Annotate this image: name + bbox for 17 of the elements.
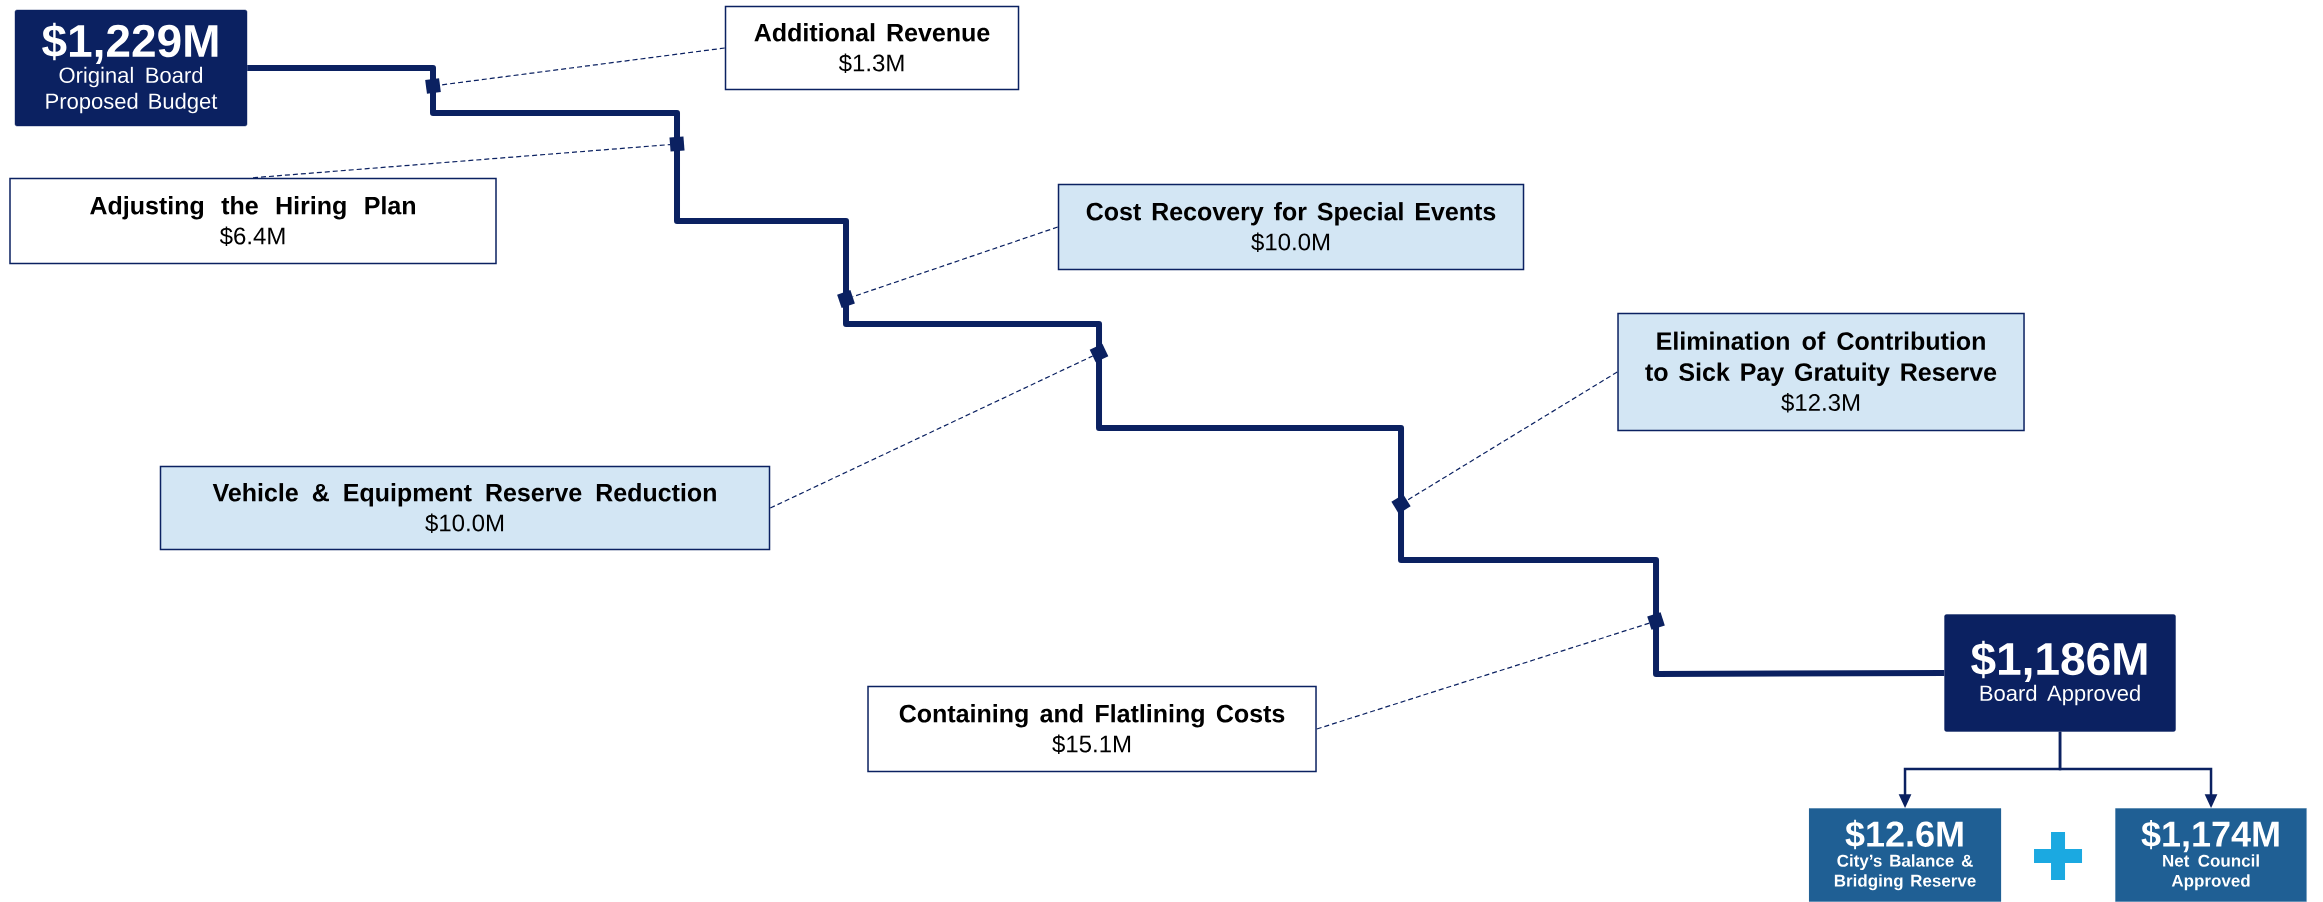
callout-box: Adjusting the Hiring Plan $6.4M (9, 177, 497, 265)
result-box: $12.6M City’s Balance & Bridging Reserve (1808, 808, 2002, 902)
callout-box: Vehicle & Equipment Reserve Reduction $10.0M (159, 465, 771, 551)
total-box: $1,229M Original Board Proposed Budget (14, 9, 248, 127)
callout-box: Cost Recovery for Special Events $10.0M (1057, 183, 1525, 271)
callout-box: Additional Revenue $1.3M (724, 5, 1020, 91)
leader-line (769, 343, 1109, 509)
leader-line (1391, 371, 1618, 514)
leader-line (425, 47, 726, 94)
total-box: $1,186M Board Approved (1944, 614, 2176, 732)
leader-line (252, 136, 685, 179)
leader-line (1316, 612, 1665, 730)
callout-box: Elimination of Contribution to Sick Pay Gratuity Reserve $12.3M (1617, 312, 2025, 432)
callout-box: Containing and Flatlining Costs $15.1M (867, 685, 1317, 773)
leader-line (837, 226, 1059, 308)
step-line (247, 65, 1945, 677)
result-box: $1,174M Net Council Approved (2115, 808, 2307, 902)
